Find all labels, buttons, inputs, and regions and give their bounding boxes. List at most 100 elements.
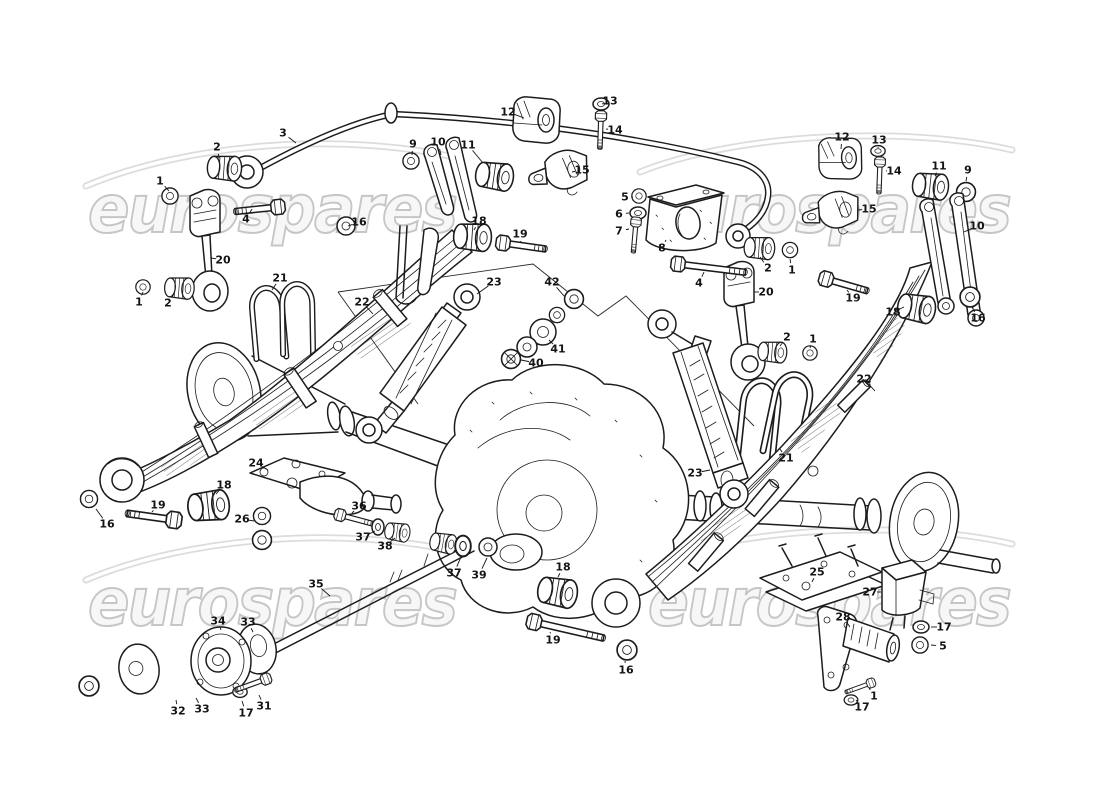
part-label: 42 [544, 276, 559, 289]
part-label: 14 [886, 165, 902, 178]
hardware-stack [500, 288, 585, 370]
part-label: 14 [607, 124, 623, 137]
part-label: 8 [658, 242, 666, 255]
part-label: 7 [615, 225, 623, 238]
label-leader-line [846, 622, 851, 628]
axle-assembly [186, 341, 1001, 619]
part-label: 38 [377, 540, 392, 553]
part-label: 10 [430, 136, 446, 149]
label-leader-line [249, 208, 253, 214]
part-label: 13 [602, 95, 617, 108]
label-leader-line [789, 258, 792, 264]
part-label: 37 [446, 567, 461, 580]
part-label: 27 [862, 586, 877, 599]
label-leader-line [625, 228, 630, 231]
spring-front-mount-left [79, 457, 402, 551]
shackle-right [816, 170, 985, 327]
part-label: 13 [871, 134, 886, 147]
leaf-spring-right [591, 261, 933, 628]
part-label: 4 [695, 277, 703, 290]
label-leader-line [164, 185, 170, 192]
part-label: 17 [936, 621, 951, 634]
label-leader-line [215, 489, 220, 495]
part-label: 21 [778, 452, 793, 465]
part-label: 41 [550, 343, 565, 356]
coupling [78, 623, 277, 699]
label-leader-line [456, 556, 462, 567]
part-label: 35 [308, 578, 323, 591]
part-label: 28 [835, 611, 850, 624]
part-label: 22 [354, 296, 369, 309]
part-label: 3 [279, 127, 287, 140]
label-leader-line [549, 631, 551, 634]
part-label: 11 [460, 139, 475, 152]
watermark-text: eurospares [88, 564, 456, 641]
label-leader-line [868, 383, 876, 392]
part-label: 2 [213, 141, 221, 154]
label-leader-line [390, 537, 396, 542]
label-leader-line [321, 588, 331, 597]
label-leader-line [811, 578, 815, 583]
part-label: 9 [964, 164, 972, 177]
part-label: 36 [351, 500, 367, 513]
part-label: 6 [615, 208, 623, 221]
label-leader-line [701, 271, 705, 277]
label-leader-line [971, 306, 976, 313]
part-label: 16 [970, 312, 986, 325]
part-label: 22 [856, 373, 871, 386]
part-label: 40 [528, 357, 544, 370]
part-label: 20 [215, 254, 231, 267]
part-label: 16 [618, 664, 634, 677]
part-label: 19 [545, 634, 560, 647]
part-label: 5 [621, 191, 629, 204]
label-leader-line [439, 148, 442, 156]
label-leader-line [846, 289, 850, 293]
drop-link-left [135, 153, 356, 312]
label-leader-line [779, 448, 783, 453]
part-label: 1 [870, 690, 878, 703]
part-label: 5 [939, 640, 947, 653]
label-leader-line [514, 114, 525, 119]
label-leader-line [141, 291, 144, 296]
u-bolts-left [250, 284, 313, 359]
label-leader-line [571, 170, 576, 173]
leaf-spring-left [99, 229, 473, 503]
label-leader-line [210, 257, 217, 260]
part-label: 9 [409, 138, 417, 151]
part-label: 21 [272, 272, 287, 285]
part-label: 1 [809, 333, 817, 346]
part-label: 4 [242, 213, 250, 226]
part-label: 31 [256, 700, 271, 713]
part-label: 12 [500, 106, 515, 119]
part-label: 12 [834, 131, 849, 144]
label-leader-line [351, 510, 355, 514]
part-label: 16 [99, 518, 115, 531]
label-leader-line [520, 359, 530, 363]
label-leader-line [868, 687, 871, 691]
part-label: 2 [764, 262, 772, 275]
part-label: 16 [351, 216, 367, 229]
label-leader-line [195, 697, 200, 704]
part-label: 15 [574, 164, 589, 177]
label-leader-line [288, 136, 297, 144]
label-leader-line [779, 342, 784, 347]
part-label: 18 [216, 479, 231, 492]
bump-stop-mount [627, 184, 725, 255]
label-leader-line [271, 283, 277, 291]
part-label: 10 [969, 220, 985, 233]
label-leader-line [548, 339, 554, 345]
part-label: 33 [194, 703, 209, 716]
part-label: 1 [156, 175, 164, 188]
label-leader-line [219, 627, 222, 631]
label-leader-line [366, 306, 374, 315]
label-leader-line [934, 172, 937, 177]
part-label: 23 [486, 276, 501, 289]
label-leader-line [151, 510, 154, 513]
part-label: 18 [471, 215, 486, 228]
drop-link-right [669, 235, 818, 381]
label-leader-line [250, 628, 254, 633]
part-label: 17 [238, 707, 253, 720]
label-leader-line [899, 306, 905, 310]
part-label: 25 [809, 566, 824, 579]
